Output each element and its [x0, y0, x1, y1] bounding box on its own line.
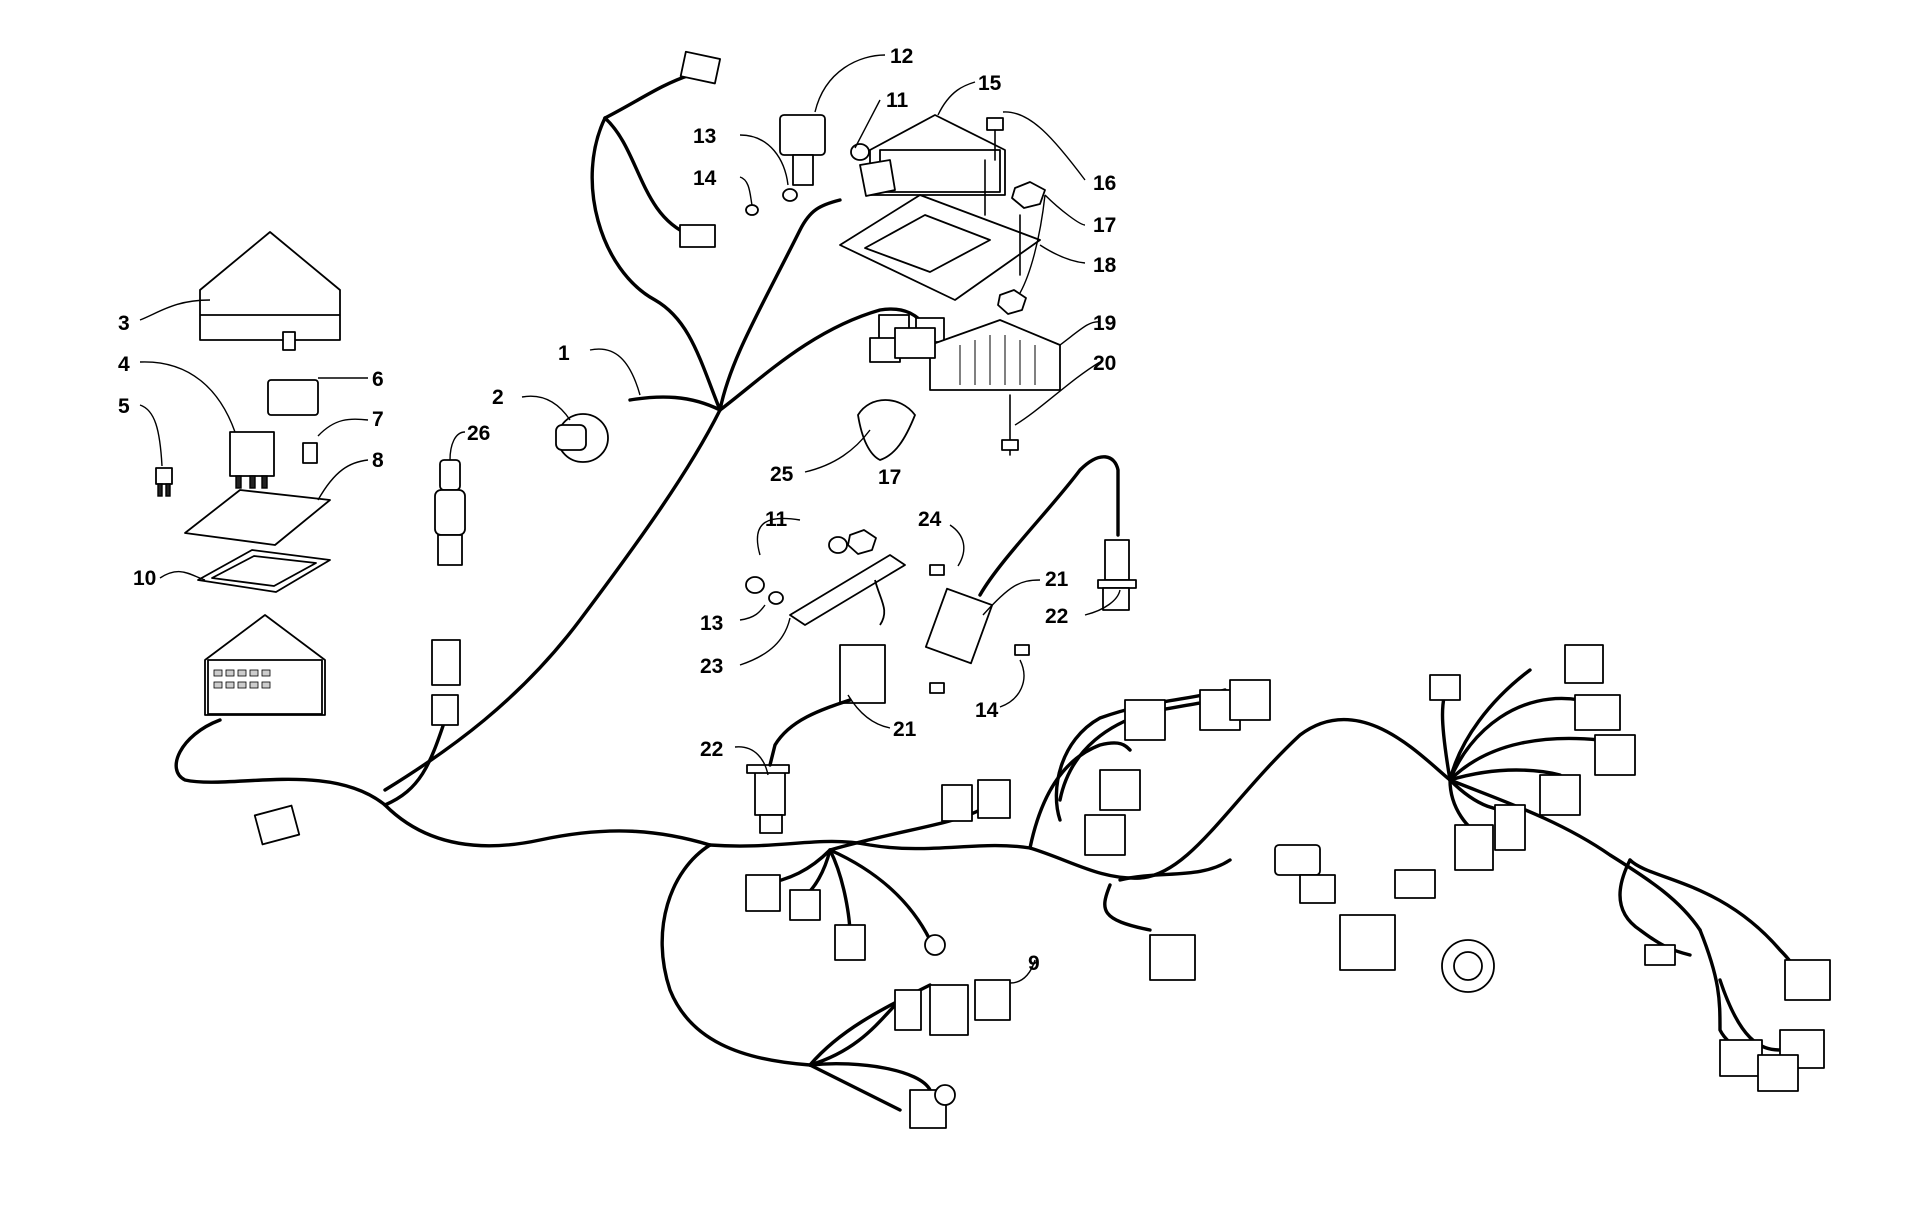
callout-25: 25: [770, 463, 794, 486]
callout-3: 3: [118, 312, 130, 335]
ecu-assembly: [745, 114, 1061, 456]
callout-16: 16: [1093, 172, 1116, 195]
callout-26: 26: [467, 422, 490, 445]
callout-14-center: 14: [975, 699, 999, 722]
callout-13-top: 13: [693, 125, 716, 148]
callout-14-top: 14: [693, 167, 717, 190]
callout-13-center: 13: [700, 612, 723, 635]
callout-19: 19: [1093, 312, 1116, 335]
callout-21-left: 21: [893, 718, 917, 741]
callout-labels: 1 2 3 4 5 6 7 8 9 10 11 11 12 13 13 14 1…: [118, 45, 1117, 975]
leader-lines: [139, 54, 1121, 984]
callout-11-center: 11: [765, 508, 788, 531]
callout-22-left: 22: [700, 738, 723, 761]
callout-8: 8: [372, 449, 384, 472]
callout-6: 6: [372, 368, 384, 391]
callout-17-center: 17: [878, 466, 901, 489]
callout-9: 9: [1028, 952, 1040, 975]
center-bracket-assembly: [745, 399, 1137, 834]
harness-connectors: [253, 50, 1831, 1129]
callout-5: 5: [118, 395, 130, 418]
callout-4: 4: [118, 353, 130, 376]
callout-15: 15: [978, 72, 1002, 95]
callout-24: 24: [918, 508, 942, 531]
callout-2: 2: [492, 386, 504, 409]
fuse-box-assembly: [155, 231, 341, 716]
callout-20: 20: [1093, 352, 1116, 375]
callout-18: 18: [1093, 254, 1117, 277]
callout-23: 23: [700, 655, 723, 678]
callout-22-right: 22: [1045, 605, 1068, 628]
callout-11-top: 11: [886, 89, 909, 112]
callout-17-top: 17: [1093, 214, 1116, 237]
callout-7: 7: [372, 408, 384, 431]
callout-10: 10: [133, 567, 156, 590]
callout-12: 12: [890, 45, 913, 68]
callout-1: 1: [558, 342, 570, 365]
callout-21-right: 21: [1045, 568, 1069, 591]
